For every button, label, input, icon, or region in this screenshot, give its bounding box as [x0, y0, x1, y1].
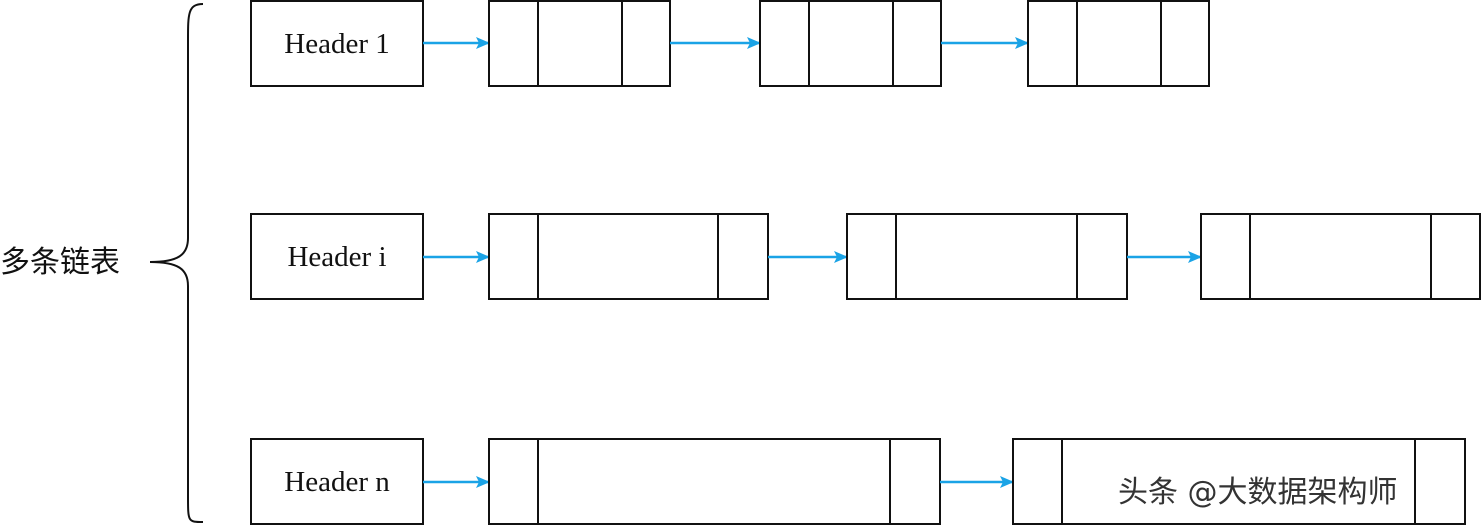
header-label-1: Header 1 [284, 28, 389, 60]
list-node [1012, 438, 1466, 525]
list-node [1200, 213, 1481, 300]
linked-list-i: Header i [250, 213, 1481, 300]
header-label-i: Header i [287, 241, 386, 273]
header-box-n [250, 438, 424, 525]
group-label: 多条链表 [0, 245, 120, 280]
header-box-i [250, 213, 424, 300]
linked-list-1: Header 1 [250, 0, 1210, 87]
linked-list-n: Header n [250, 438, 1466, 525]
list-node [488, 0, 671, 87]
list-node [759, 0, 942, 87]
list-node [846, 213, 1128, 300]
list-node [488, 438, 941, 525]
watermark-text: 头条 @大数据架构师 [1118, 475, 1398, 510]
list-node [488, 213, 769, 300]
header-label-n: Header n [284, 466, 390, 498]
list-node [1027, 0, 1210, 87]
header-box-1 [250, 0, 424, 87]
group-brace [149, 3, 204, 523]
